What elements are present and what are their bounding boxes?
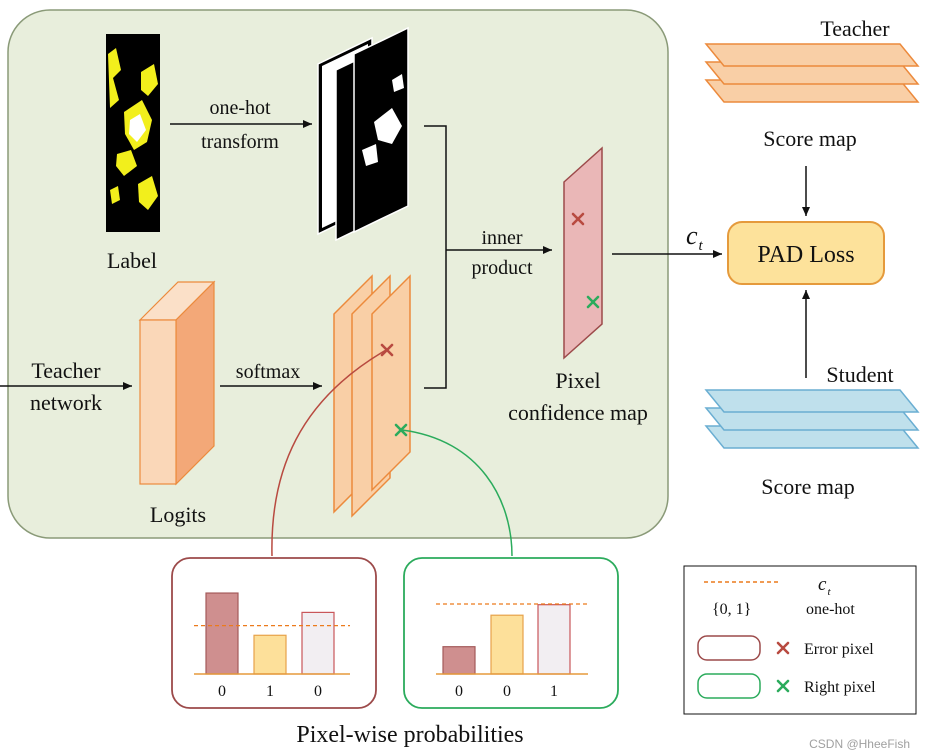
right-prob-bars: 0 0 1: [436, 603, 588, 700]
right-connector: [401, 429, 513, 557]
teacher-score-map-label: Score map: [763, 126, 856, 151]
student-score-map-label: Score map: [761, 474, 854, 499]
right-prob-bar-1: [442, 646, 476, 675]
onehot-planes: [317, 26, 409, 242]
softmax-label: softmax: [236, 361, 300, 383]
legend-ct-sub: t: [827, 586, 831, 598]
right-prob-bar-3: [537, 604, 571, 675]
pad-loss-box: [727, 221, 885, 285]
error-prob-bar-1: [205, 592, 239, 675]
right-pixel-marker: [394, 423, 408, 437]
right-prob-bar-2: [490, 614, 524, 675]
legend-error-swatch: [697, 635, 761, 661]
error-prob-panel: [171, 557, 377, 709]
error-prob-tick-label-3: 0: [314, 683, 322, 700]
student-score-map: [704, 389, 920, 449]
teacher-label: Teacher: [820, 16, 890, 41]
pixel-wise-label: Pixel-wise probabilities: [296, 722, 523, 748]
pad-loss-label: PAD Loss: [757, 242, 854, 268]
teacher-network-line2: network: [30, 390, 102, 415]
error-prob-tick-label-1: 0: [218, 683, 226, 700]
legend-ct-main: c: [818, 574, 827, 595]
label-image: [106, 34, 160, 232]
inner-product-bracket: [424, 125, 447, 389]
pixel-confidence-line1: Pixel: [555, 368, 600, 393]
error-connector: [271, 349, 387, 557]
error-prob-bar-2: [253, 634, 287, 675]
onehot-label-line2: transform: [201, 131, 279, 153]
right-prob-tick-label-1: 0: [455, 683, 463, 700]
error-prob-bars: 0 1 0: [194, 592, 350, 700]
legend-right-marker: [776, 679, 790, 693]
teacher-network-line1: Teacher: [31, 358, 101, 383]
softmax-planes: [333, 274, 411, 518]
ct-sub: t: [699, 238, 704, 254]
inner-product-line2: product: [471, 257, 533, 279]
label-title: Label: [107, 248, 157, 273]
logits-block: [138, 280, 216, 486]
onehot-label-line1: one-hot: [209, 97, 271, 119]
legend-error-marker: [776, 641, 790, 655]
confidence-error-marker: [571, 212, 585, 226]
legend-right-label: Right pixel: [804, 679, 876, 696]
watermark: CSDN @HheeFish: [809, 737, 910, 751]
ct-label: ct: [686, 221, 704, 254]
ct-main: c: [686, 221, 698, 250]
legend-right-swatch: [697, 673, 761, 699]
pixel-confidence-map: [563, 146, 603, 360]
legend-error-label: Error pixel: [804, 641, 874, 658]
error-prob-bar-3: [301, 611, 335, 675]
student-label: Student: [826, 362, 893, 387]
error-prob-tick-label-2: 1: [266, 683, 274, 700]
error-pixel-marker: [380, 343, 394, 357]
legend-ct: ct: [818, 574, 831, 598]
confidence-right-marker: [586, 295, 600, 309]
pixel-confidence-line2: confidence map: [508, 400, 648, 425]
legend-set: {0, 1}: [712, 601, 751, 618]
right-prob-tick-label-3: 1: [550, 683, 558, 700]
legend-onehot: one-hot: [806, 601, 855, 618]
logits-label: Logits: [150, 502, 206, 527]
teacher-score-map: [704, 43, 920, 103]
inner-product-line1: inner: [481, 227, 522, 249]
right-prob-tick-label-2: 0: [503, 683, 511, 700]
